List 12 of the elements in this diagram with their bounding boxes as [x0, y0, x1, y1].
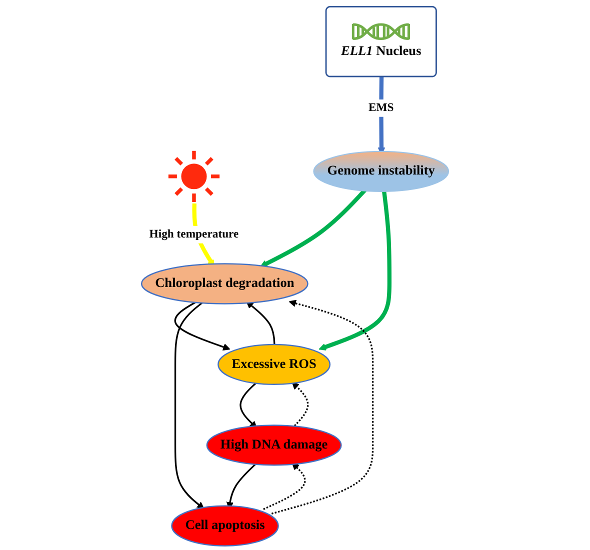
arrow: [240, 382, 258, 428]
node-picture: [167, 150, 221, 204]
arrow: [271, 300, 374, 514]
arrow: [174, 300, 230, 351]
node-ellipse: Cell apoptosis: [171, 505, 279, 546]
node-ellipse: High DNA damage: [206, 424, 342, 466]
edge-label: High temperature: [149, 228, 239, 241]
edge-label: EMS: [368, 102, 394, 114]
node-ellipse: Excessive ROS: [218, 344, 331, 386]
node-ellipse: Genome instability: [313, 150, 450, 192]
arrow: [263, 462, 306, 510]
node-ellipse: Chloroplast degradation: [140, 263, 308, 304]
